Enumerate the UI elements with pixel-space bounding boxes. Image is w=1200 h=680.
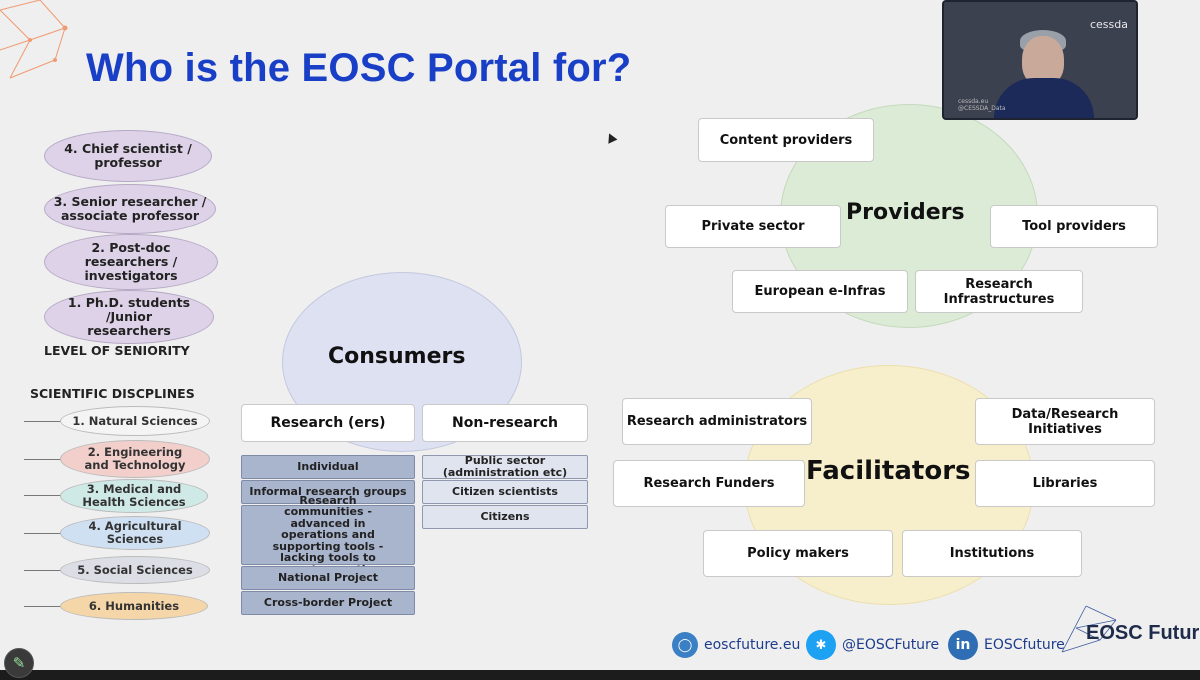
nonresearch-item: Citizens [422, 505, 588, 529]
video-thumbnail[interactable]: cessda cessda.eu @CESSDA_Data [942, 0, 1138, 120]
facilitator-box: Research Funders [613, 460, 805, 507]
research-item: Individual [241, 455, 415, 479]
speaker-avatar [1022, 36, 1064, 86]
seniority-level-1: 1. Ph.D. students /Junior researchers [44, 290, 214, 344]
discipline-connector [24, 570, 64, 571]
discipline-3: 3. Medical and Health Sciences [60, 479, 208, 513]
facilitator-box: Institutions [902, 530, 1082, 577]
research-item: Cross-border Project [241, 591, 415, 615]
network-decoration-icon [0, 0, 68, 79]
facilitator-box: Data/Research Initiatives [975, 398, 1155, 445]
seniority-axis-label: LEVEL OF SENIORITY [44, 343, 190, 358]
website-link[interactable]: ◯ eoscfuture.eu [672, 632, 800, 658]
provider-box: Content providers [698, 118, 874, 162]
facilitators-label: Facilitators [806, 456, 971, 486]
twitter-link[interactable]: ✱ @EOSCFuture [806, 630, 939, 660]
website-text: eoscfuture.eu [704, 637, 801, 653]
video-brand: cessda [1089, 18, 1128, 31]
linkedin-text: EOSCfuture [984, 637, 1065, 653]
nonresearch-item: Public sector (administration etc) [422, 455, 588, 479]
discipline-connector [24, 495, 64, 496]
provider-box: Research Infrastructures [915, 270, 1083, 313]
discipline-6: 6. Humanities [60, 592, 208, 620]
video-caption-line: cessda.eu [958, 98, 989, 105]
facilitator-box: Policy makers [703, 530, 893, 577]
provider-box: European e-Infras [732, 270, 908, 313]
discipline-connector [24, 533, 64, 534]
research-item: National Project [241, 566, 415, 590]
facilitator-box: Libraries [975, 460, 1155, 507]
research-item: Research communities - advanced in opera… [241, 494, 415, 575]
video-caption-line: @CESSDA_Data [958, 105, 1006, 113]
discipline-1: 1. Natural Sciences [60, 406, 210, 436]
research-item: Informal research groups [241, 480, 415, 504]
page-title: Who is the EOSC Portal for? [86, 46, 632, 90]
video-caption: cessda.eu @CESSDA_Data [958, 98, 1006, 112]
research-header: Research (ers) [241, 404, 415, 442]
seniority-level-2: 2. Post-doc researchers / investigators [44, 234, 218, 290]
mouse-cursor-icon [604, 131, 618, 144]
eosc-future-logo: EOSC Future [1056, 600, 1200, 664]
discipline-5: 5. Social Sciences [60, 556, 210, 584]
providers-label: Providers [846, 200, 965, 225]
discipline-connector [24, 459, 64, 460]
provider-box: Tool providers [990, 205, 1158, 248]
twitter-text: @EOSCFuture [842, 637, 940, 653]
nonresearch-item: Citizen scientists [422, 480, 588, 504]
nonresearch-header: Non-research [422, 404, 588, 442]
provider-box: Private sector [665, 205, 841, 248]
discipline-2: 2. Engineering and Technology [60, 440, 210, 478]
discipline-connector [24, 421, 64, 422]
disciplines-label: SCIENTIFIC DISCPLINES [30, 386, 195, 401]
twitter-icon: ✱ [806, 630, 836, 660]
consumers-label: Consumers [328, 344, 466, 369]
bottom-bar [0, 670, 1200, 680]
facilitator-box: Research administrators [622, 398, 812, 445]
discipline-connector [24, 606, 64, 607]
seniority-level-4: 4. Chief scientist / professor [44, 130, 212, 182]
pencil-icon[interactable]: ✎ [4, 648, 34, 678]
logo-network-icon [1061, 605, 1117, 653]
globe-icon: ◯ [672, 632, 698, 658]
logo-text: EOSC Future [1086, 622, 1200, 644]
linkedin-link[interactable]: in EOSCfuture [948, 630, 1065, 660]
linkedin-icon: in [948, 630, 978, 660]
seniority-level-3: 3. Senior researcher / associate profess… [44, 184, 216, 234]
speaker-body [994, 78, 1094, 118]
discipline-4: 4. Agricultural Sciences [60, 516, 210, 550]
